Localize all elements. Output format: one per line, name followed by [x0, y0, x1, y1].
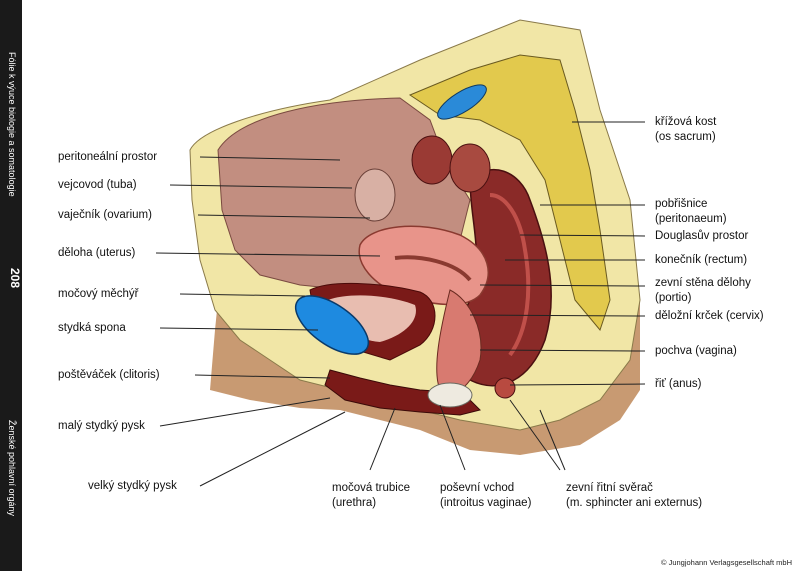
label-introitus: poševní vchod	[440, 482, 515, 494]
label-vagina: pochva (vagina)	[655, 345, 737, 357]
uterine-cavity	[394, 255, 472, 282]
label-sacrum: křížová kost	[655, 116, 717, 128]
sidebar: Fólie k výuce biologie a somatologie 208…	[0, 0, 22, 571]
label-labia-majora: velký stydký pysk	[88, 480, 177, 492]
rectum-lumen	[489, 193, 531, 357]
label-peritoneum-latin: (peritonaeum)	[655, 213, 727, 225]
introitus	[427, 382, 473, 408]
ovary	[354, 168, 396, 222]
label-clitoris: poštěváček (clitoris)	[58, 369, 160, 381]
label-sphincter: zevní řitní svěrač	[566, 482, 653, 494]
label-symphysis: stydká spona	[58, 322, 126, 334]
label-fallopian-tube: vejcovod (tuba)	[58, 179, 137, 191]
label-introitus-latin: (introitus vaginae)	[440, 497, 532, 509]
label-sphincter-latin: (m. sphincter ani externus)	[566, 497, 703, 509]
leader-lines	[155, 121, 646, 487]
page-number: 208	[8, 268, 22, 289]
label-douglas-space: Douglasův prostor	[655, 230, 749, 242]
label-cervix: děložní krček (cervix)	[655, 310, 764, 322]
label-portio: zevní stěna dělohy	[655, 277, 751, 289]
anus	[494, 377, 516, 399]
label-portio-latin: (portio)	[655, 292, 692, 304]
label-urethra: močová trubice	[332, 482, 410, 494]
label-peritoneal-space: peritoneální prostor	[58, 151, 158, 163]
label-uterus: děloha (uterus)	[58, 247, 136, 259]
label-anus: řiť (anus)	[655, 378, 702, 390]
copyright: © Jungjohann Verlagsgesellschaft mbH	[660, 558, 792, 567]
label-bladder: močový měchýř	[58, 288, 139, 300]
label-ovary: vaječník (ovarium)	[58, 209, 152, 221]
label-sacrum-latin: (os sacrum)	[655, 131, 716, 143]
sacrum	[408, 54, 611, 332]
sacral-vessel	[437, 84, 487, 120]
label-labia-minora: malý stydký pysk	[58, 420, 145, 432]
label-urethra-latin: (urethra)	[332, 497, 377, 509]
label-rectum: konečník (rectum)	[655, 254, 748, 266]
pubic-symphysis	[294, 295, 370, 355]
intestine-loop-2	[449, 143, 491, 193]
label-peritoneum: pobřišnice	[655, 198, 708, 210]
intestine-loop-1	[411, 135, 453, 185]
